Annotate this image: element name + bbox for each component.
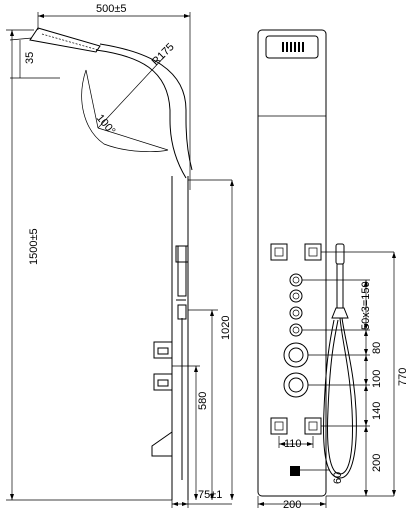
dim-60: 60 [332, 472, 344, 484]
dim-valve-height: 580 [197, 392, 209, 410]
lower-jet-left-icon [270, 417, 288, 435]
front-view: 110 50x3=150 80 100 140 200 60 770 200 [257, 29, 409, 511]
side-view: 500±5 35 R175 100° 1500±5 [6, 3, 234, 508]
dim-100: 100 [371, 370, 383, 388]
bottom-outlet-icon [290, 466, 300, 476]
dim-770: 770 [397, 368, 409, 386]
body-jets-icon [289, 273, 303, 337]
dim-hand-height: 1020 [220, 316, 232, 340]
lower-jet-right-icon [304, 417, 322, 435]
dim-top-width: 500±5 [96, 3, 127, 15]
top-grille-icon [282, 42, 304, 52]
dim-140: 140 [371, 402, 383, 420]
dim-80: 80 [371, 342, 383, 354]
dim-110: 110 [284, 438, 302, 450]
dim-radius: R175 [150, 41, 177, 68]
upper-jet-left-icon [270, 243, 288, 261]
valve-knob-lower-icon [283, 372, 309, 398]
valve-knob-upper-icon [283, 342, 309, 368]
hand-shower-icon [323, 243, 357, 479]
dim-angle-small: 35 [24, 52, 36, 64]
panel-outline [257, 29, 327, 497]
dim-depth: 75±1 [198, 489, 222, 501]
dim-panel-width: 200 [283, 499, 301, 511]
dim-200: 200 [371, 454, 383, 472]
shower-arm [95, 49, 187, 179]
dim-total-height: 1500±5 [28, 228, 40, 265]
dim-jets-spacing: 50x3=150 [360, 281, 372, 330]
upper-jet-right-icon [304, 243, 322, 261]
